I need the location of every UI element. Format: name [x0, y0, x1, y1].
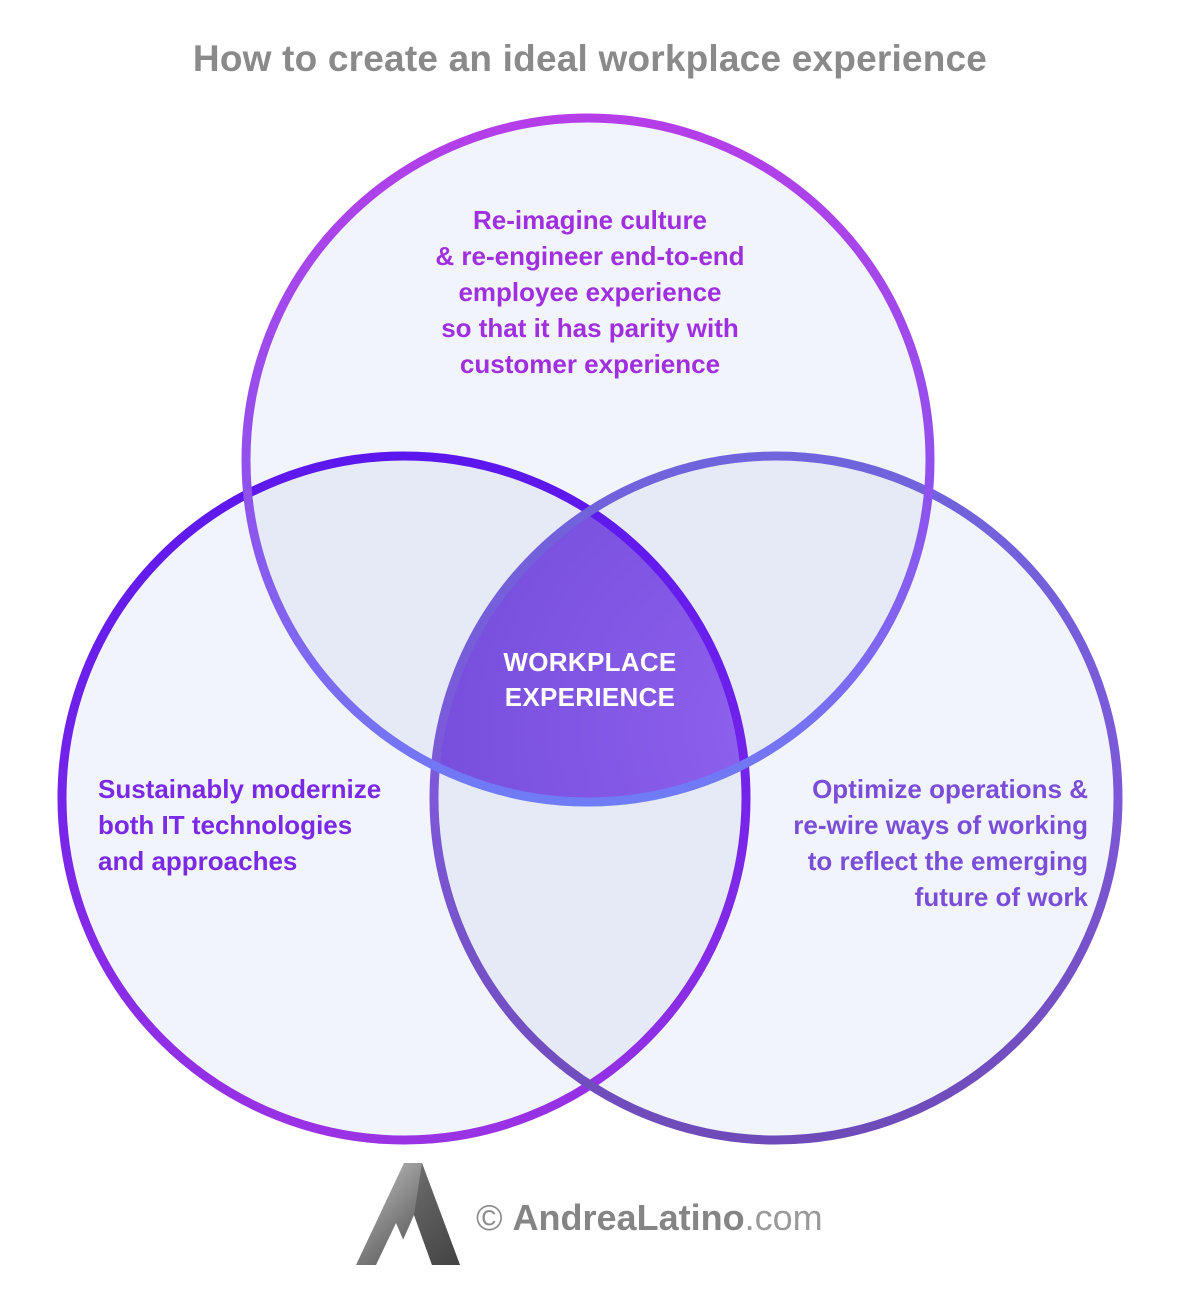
copyright-symbol: © — [476, 1197, 503, 1238]
venn-label-right: Optimize operations & re-wire ways of wo… — [793, 774, 1088, 912]
brand-name: AndreaLatino — [512, 1197, 745, 1238]
venn-center-intersection — [434, 456, 746, 802]
venn-circle-right-outline — [429, 451, 1123, 1145]
venn-label-left: Sustainably modernize both IT technologi… — [98, 774, 382, 876]
venn-circle-top-outline — [241, 113, 935, 807]
footer-brand: © AndreaLatino.com — [356, 1163, 876, 1267]
brand-logo-icon — [356, 1163, 460, 1265]
venn-circle-left-outline — [57, 451, 751, 1145]
page-title: How to create an ideal workplace experie… — [192, 38, 988, 79]
footer-copyright-text: © AndreaLatino.com — [476, 1197, 823, 1239]
venn-label-center: WORKPLACE EXPERIENCE — [503, 647, 677, 712]
brand-domain: .com — [744, 1197, 823, 1238]
venn-label-top: Re-imagine culture & re-engineer end-to-… — [435, 205, 745, 379]
